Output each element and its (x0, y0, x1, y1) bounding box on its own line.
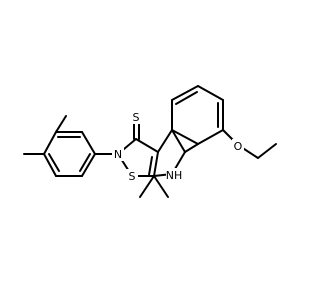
bond (153, 151, 159, 177)
ring-sulfur-label: S (129, 170, 136, 183)
ring-nitrogen-label: N (114, 148, 122, 161)
bond (184, 143, 199, 153)
bond (197, 129, 224, 145)
bond (153, 175, 169, 198)
bond (55, 115, 67, 133)
bond (171, 85, 199, 101)
molecule-structure: S N S NH O (23, 85, 277, 198)
bond (157, 129, 173, 153)
bond (171, 129, 199, 145)
bond (175, 91, 198, 105)
bond (81, 131, 96, 155)
bond (81, 153, 96, 177)
bond (197, 85, 224, 101)
bond (48, 153, 60, 172)
bond (43, 131, 57, 155)
bond (257, 143, 277, 159)
bond (79, 153, 91, 172)
bond (135, 138, 159, 153)
thione-sulfur-label: S (133, 111, 140, 124)
bond (43, 153, 57, 177)
atom-label-layer: S N S NH O (112, 110, 244, 183)
bond (171, 129, 186, 153)
bond (148, 156, 153, 176)
molecule-canvas: S N S NH O (23, 85, 277, 198)
ether-oxygen-label: O (234, 140, 243, 153)
amine-nh-label: NH (166, 169, 183, 182)
bond (139, 175, 155, 198)
